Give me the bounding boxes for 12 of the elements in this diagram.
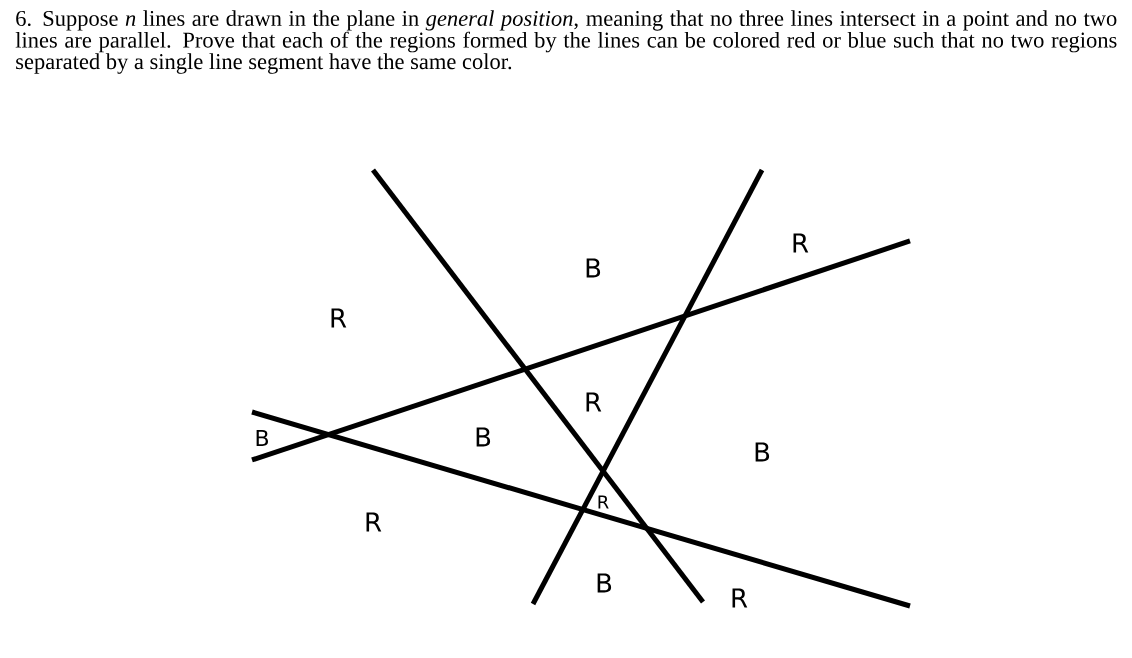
region-label: R	[732, 588, 748, 608]
region-label: B	[597, 573, 612, 593]
region-label: R	[598, 495, 609, 509]
region-label: B	[755, 442, 770, 462]
problem-text: 6. Suppose n lines are drawn in the plane in general position, meaning that no three lines intersect in a point and no two lines are parallel. Prove that each of the regions formed by the lines can be colored red or blue such that no two regions separated by a single line segment have the same color.	[15, 10, 1117, 74]
region-label: R	[586, 392, 602, 412]
region-label: R	[793, 233, 809, 253]
region-label: B	[586, 258, 601, 278]
region-label: B	[256, 429, 268, 446]
region-label: B	[476, 427, 491, 447]
region-label: R	[366, 512, 382, 532]
region-label: R	[331, 308, 347, 328]
